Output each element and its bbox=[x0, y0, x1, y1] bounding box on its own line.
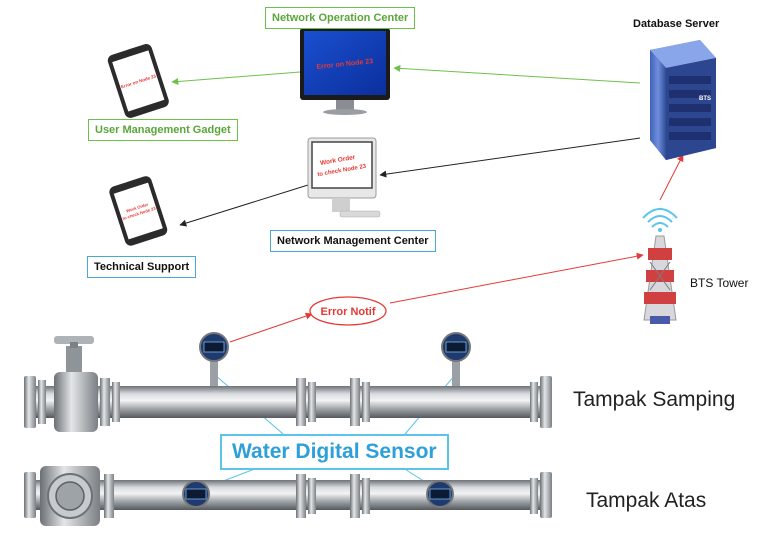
water-digital-sensor-label: Water Digital Sensor bbox=[220, 434, 449, 470]
error-notif-label: Error Notif bbox=[321, 306, 376, 318]
database-server: BTS bbox=[650, 40, 716, 160]
nmc-monitor: Work Order to check Node 23 bbox=[307, 137, 381, 218]
arrow-noc-to-phone bbox=[171, 71, 301, 85]
network-management-center-label: Network Management Center bbox=[270, 230, 436, 252]
phone-bottom: Work Order to check Node 23 bbox=[109, 176, 168, 246]
noc-label: Network Operation Center bbox=[265, 7, 416, 29]
phone-bottom-line1: Work Order bbox=[126, 202, 150, 214]
arrow-server-to-nmc bbox=[379, 137, 641, 178]
database-server-label: Database Server bbox=[633, 18, 720, 30]
user-management-gadget-label: User Management Gadget bbox=[88, 119, 238, 141]
pipe-top-view bbox=[24, 466, 552, 526]
pipe-side-view bbox=[24, 332, 552, 432]
server-badge: BTS bbox=[699, 96, 711, 102]
side-view-label: Tampak Samping bbox=[573, 388, 736, 411]
arrow-server-to-noc bbox=[393, 64, 641, 84]
bts-tower-label: BTS Tower bbox=[690, 276, 749, 290]
top-view-label: Tampak Atas bbox=[586, 489, 707, 512]
bts-tower bbox=[642, 208, 678, 324]
arrow-sensor-to-error bbox=[229, 312, 313, 343]
arrow-nmc-to-phone bbox=[179, 184, 309, 227]
arrow-error-to-bts bbox=[389, 252, 644, 304]
arrow-bts-to-server bbox=[659, 154, 684, 201]
phone-top: Error on Node 23 bbox=[107, 44, 169, 118]
error-notif-bubble bbox=[309, 296, 387, 326]
noc-monitor: Error on Node 23 bbox=[300, 28, 390, 115]
technical-support-label: Technical Support bbox=[87, 256, 197, 278]
